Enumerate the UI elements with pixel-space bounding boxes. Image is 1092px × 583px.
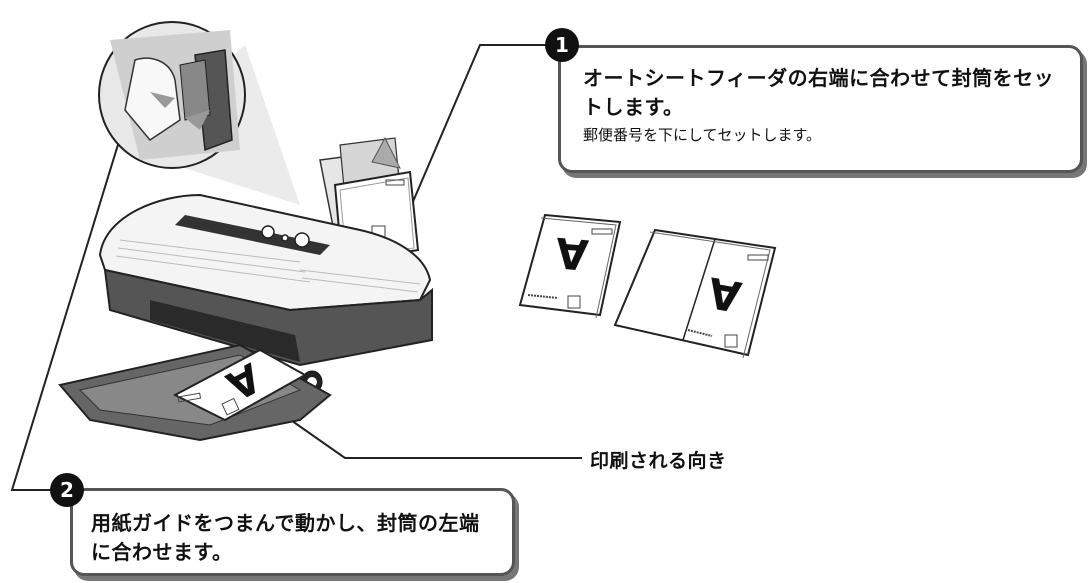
step-1-number-badge: 1 — [545, 28, 579, 62]
step-2-instruction: 用紙ガイドをつまんで動かし、封筒の左端に合わせます。 — [91, 511, 480, 564]
envelope-open — [613, 228, 777, 359]
print-orientation-label: 印刷される向き — [590, 450, 727, 472]
callout-step-1: オートシートフィーダの右端に合わせて封筒をセットします。 郵便番号を下にしてセッ… — [558, 45, 1083, 173]
callout-step-2: 用紙ガイドをつまんで動かし、封筒の左端に合わせます。 — [70, 488, 515, 576]
magnified-inset — [98, 21, 300, 205]
single-envelope-letter: A — [553, 228, 590, 280]
envelope-single — [518, 213, 622, 319]
step-2-number-badge: 2 — [50, 473, 84, 507]
printer: A — [58, 136, 433, 442]
step-1-instruction: オートシートフィーダの右端に合わせて封筒をセットします。 — [583, 66, 1055, 119]
step-1-note: 郵便番号を下にしてセットします。 — [583, 126, 822, 144]
envelope-on-tray — [172, 348, 308, 422]
